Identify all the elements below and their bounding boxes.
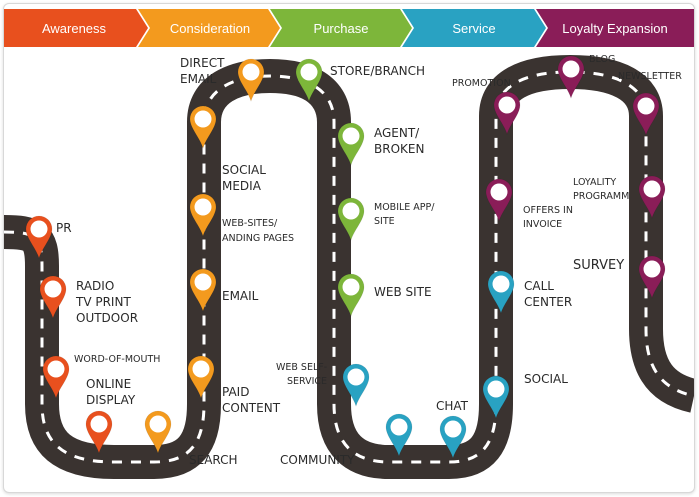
label-web-self-service: WEB SELF- SERVICE	[276, 362, 330, 387]
pin-search	[144, 410, 172, 455]
pin-community	[385, 413, 413, 458]
stage-label-loyalty-expansion: Loyalty Expansion	[562, 21, 668, 36]
label-web-site: WEB SITE	[374, 285, 432, 299]
label-store-branch: STORE/BRANCH	[330, 64, 425, 78]
map-pin-center	[44, 280, 62, 298]
map-pin-center	[149, 415, 167, 433]
map-pin-center	[342, 127, 360, 145]
pin-word-of-mouth	[42, 355, 70, 400]
map-pin-center	[444, 420, 462, 438]
pin-newsletter	[632, 92, 660, 137]
map-pin-center	[194, 110, 212, 128]
pin-web-self-service	[342, 363, 370, 408]
stage-loyalty-expansion	[536, 9, 694, 47]
pin-survey	[638, 255, 666, 300]
pins	[25, 55, 666, 460]
pin-paid-content	[187, 355, 215, 400]
label-mobile-app-site: MOBILE APP/ SITE	[374, 202, 438, 227]
map-pin-center	[498, 96, 516, 114]
labels: PR RADIO TV PRINT OUTDOOR WORD-OF-MOUTH …	[56, 54, 682, 467]
label-web-sites-landing-pages: WEB-SITES/ ANDING PAGES	[222, 218, 294, 244]
label-direct-email: DIRECT EMAIL	[180, 56, 228, 86]
label-loyality-programm: LOYALITY PROGRAMM	[573, 177, 629, 202]
stage-purchase	[270, 9, 412, 47]
pin-web-sites	[189, 193, 217, 238]
label-chat: CHAT	[436, 399, 469, 413]
pin-loyality-programm	[638, 175, 666, 220]
label-blog: BLOG	[589, 54, 615, 65]
journey-canvas: Awareness Consideration Purchase Service…	[4, 9, 694, 479]
map-pin-center	[637, 97, 655, 115]
stage-label-service: Service	[452, 21, 495, 36]
stage-label-purchase: Purchase	[314, 21, 369, 36]
label-email: EMAIL	[222, 289, 259, 303]
road	[4, 54, 694, 479]
pin-chat	[439, 415, 467, 460]
pin-online-display	[85, 410, 113, 455]
map-pin-center	[390, 418, 408, 436]
pin-web-site	[337, 273, 365, 318]
pin-store-branch	[295, 58, 323, 103]
stage-consideration	[138, 9, 280, 47]
stage-awareness	[4, 9, 148, 47]
label-online-display: ONLINE DISPLAY	[86, 377, 136, 407]
stage-banner: Awareness Consideration Purchase Service…	[4, 9, 694, 47]
label-agent-broken: AGENT/ BROKEN	[374, 126, 424, 156]
pin-pr	[25, 215, 53, 260]
label-survey: SURVEY	[573, 258, 624, 273]
pin-direct-email	[237, 58, 265, 103]
map-pin-center	[342, 202, 360, 220]
map-pin-center	[492, 275, 510, 293]
map-pin-center	[347, 368, 365, 386]
map-pin-center	[562, 60, 580, 78]
label-promotion: PROMOTION	[452, 78, 511, 89]
map-pin-center	[300, 63, 318, 81]
label-social-media: SOCIAL MEDIA	[222, 163, 270, 193]
map-pin-center	[194, 198, 212, 216]
label-pr: PR	[56, 221, 72, 235]
pin-call-center	[487, 270, 515, 315]
stage-label-awareness: Awareness	[42, 21, 107, 36]
pin-radio	[39, 275, 67, 320]
map-pin-center	[643, 260, 661, 278]
map-pin-center	[487, 380, 505, 398]
pin-agent-broken	[337, 122, 365, 167]
label-social: SOCIAL	[524, 372, 568, 386]
pin-social-media	[189, 105, 217, 150]
pin-social	[482, 375, 510, 420]
pin-blog	[557, 55, 585, 100]
pin-mobile-app	[337, 197, 365, 242]
label-search: SEARCH	[189, 453, 238, 467]
map-pin-center	[47, 360, 65, 378]
pin-email	[189, 268, 217, 313]
map-pin-center	[90, 415, 108, 433]
label-community: COMMUNITY	[280, 453, 355, 467]
pin-promotion	[493, 91, 521, 136]
map-pin-center	[490, 183, 508, 201]
map-pin-center	[342, 278, 360, 296]
map-pin-center	[242, 63, 260, 81]
stage-label-consideration: Consideration	[170, 21, 250, 36]
map-pin-center	[194, 273, 212, 291]
label-paid-content: PAID CONTENT	[222, 385, 281, 415]
label-radio-tv-print-outdoor: RADIO TV PRINT OUTDOOR	[75, 279, 138, 325]
map-pin-center	[643, 180, 661, 198]
label-call-center: CALL CENTER	[524, 279, 572, 309]
stage-service	[402, 9, 546, 47]
journey-diagram: Awareness Consideration Purchase Service…	[3, 3, 695, 493]
map-pin-center	[30, 220, 48, 238]
label-newsletter: NEWSLETTER	[618, 71, 682, 82]
label-word-of-mouth: WORD-OF-MOUTH	[74, 354, 160, 365]
map-pin-center	[192, 360, 210, 378]
pin-offers-in-invoice	[485, 178, 513, 223]
label-offers-in-invoice: OFFERS IN INVOICE	[523, 205, 576, 230]
